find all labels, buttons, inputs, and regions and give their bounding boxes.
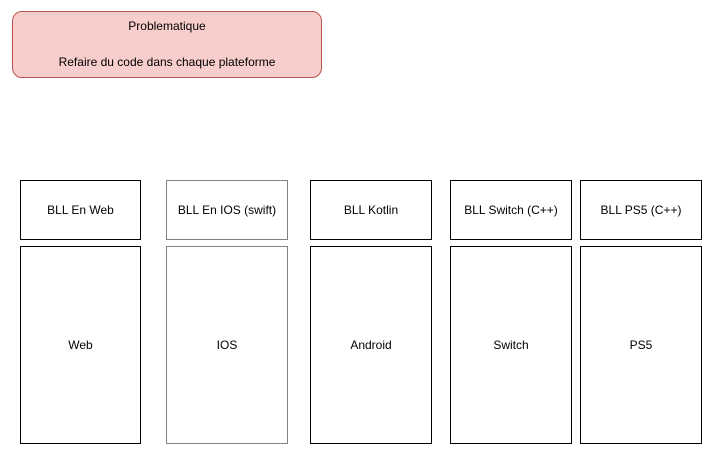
problem-title: Problematique	[128, 19, 206, 33]
platform-node-switch: Switch	[450, 246, 572, 444]
platform-node-web-label: Web	[68, 338, 93, 352]
column-switch: BLL Switch (C++) Switch	[450, 0, 572, 457]
bll-node-android: BLL Kotlin	[310, 180, 432, 240]
bll-node-android-label: BLL Kotlin	[343, 203, 399, 217]
bll-node-switch: BLL Switch (C++)	[450, 180, 572, 240]
bll-node-web-label: BLL En Web	[47, 203, 114, 217]
platform-node-android-label: Android	[350, 338, 392, 352]
bll-node-ps5: BLL PS5 (C++)	[580, 180, 702, 240]
platform-node-ps5: PS5	[580, 246, 702, 444]
bll-node-switch-label: BLL Switch (C++)	[464, 203, 558, 217]
bll-node-ps5-label: BLL PS5 (C++)	[600, 203, 682, 217]
column-android: BLL Kotlin Android	[310, 0, 432, 457]
platform-node-web: Web	[20, 246, 141, 444]
bll-node-ios: BLL En IOS (swift)	[166, 180, 288, 240]
platform-node-ios: IOS	[166, 246, 288, 444]
problem-node: Problematique Refaire du code dans chaqu…	[12, 11, 322, 78]
platform-node-android: Android	[310, 246, 432, 444]
platform-node-switch-label: Switch	[493, 338, 529, 352]
column-ps5: BLL PS5 (C++) PS5	[580, 0, 702, 457]
column-ios: BLL En IOS (swift) IOS	[166, 0, 288, 457]
platform-node-ps5-label: PS5	[629, 338, 653, 352]
bll-node-ios-label: BLL En IOS (swift)	[177, 203, 277, 217]
bll-node-web: BLL En Web	[20, 180, 141, 240]
problem-description: Refaire du code dans chaque plateforme	[58, 55, 276, 69]
platform-node-ios-label: IOS	[216, 338, 238, 352]
column-web: BLL En Web Web	[20, 0, 141, 457]
